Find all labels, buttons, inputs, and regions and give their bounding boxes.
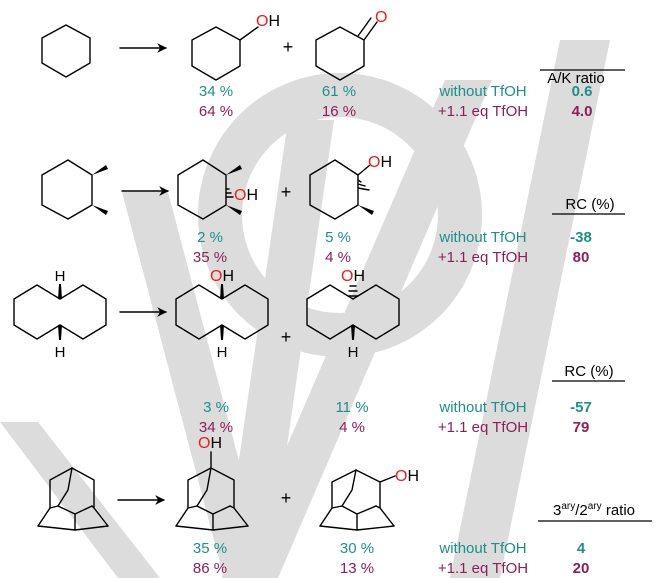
metric-with: 20 — [573, 560, 590, 577]
yield-without: 11 % — [335, 399, 368, 416]
product-1-adamantanol: OH — [175, 435, 249, 531]
watermark — [0, 40, 610, 578]
hydroxyl-label: OH — [256, 13, 280, 30]
metric-without: -57 — [570, 399, 592, 416]
oxygen-atom: O — [375, 9, 387, 26]
hydroxyl-label: OH — [395, 468, 419, 485]
oxygen-atom: O — [368, 154, 380, 171]
hydrogen-atom: H — [407, 468, 419, 485]
substrate-cyclohexane — [41, 24, 91, 78]
hydrogen-atom: H — [246, 187, 258, 204]
yield-with: 86 % — [193, 560, 227, 577]
product-cyclohexanone: O — [315, 9, 387, 81]
metric-without: 4 — [577, 540, 586, 557]
yield-with: 4 % — [339, 419, 365, 436]
yield-with: 34 % — [199, 419, 233, 436]
product-cis-decalol: OH H — [175, 268, 269, 361]
substrate-dimethylcyclohexane — [41, 159, 108, 220]
metric-header: RC (%) — [565, 196, 614, 213]
oxygen-atom: O — [395, 468, 407, 485]
yield-without: 34 % — [199, 83, 233, 100]
yield-without: 5 % — [325, 229, 351, 246]
yield-without: 3 % — [203, 399, 229, 416]
hydrogen-atom: H — [55, 268, 66, 285]
hydrogen-atom: H — [222, 268, 234, 285]
oxygen-atom: O — [234, 187, 246, 204]
yield-with: 64 % — [199, 103, 233, 120]
product-2-adamantanol: OH — [319, 468, 419, 531]
product-trans-decalol: OH H — [306, 268, 400, 361]
yield-with: 13 % — [340, 560, 374, 577]
hydrogen-atom: H — [353, 268, 365, 285]
hydrogen-atom: H — [348, 344, 359, 361]
plus-sign: + — [281, 327, 292, 347]
yield-without: 2 % — [197, 229, 223, 246]
substrate-cis-decalin: H H — [13, 268, 107, 361]
hydroxyl-label: OH — [368, 154, 392, 171]
product-tertiary-alcohol-retention: OH — [177, 159, 258, 220]
condition-without: without TfOH — [438, 540, 526, 557]
metric-with: 80 — [573, 249, 590, 266]
row-1: OH + O A/K ratio 34 % 64 % 61 % 16 % wit… — [41, 9, 625, 120]
condition-without: without TfOH — [438, 83, 526, 100]
metric-header: RC (%) — [564, 363, 613, 380]
hydrogen-atom: H — [217, 344, 228, 361]
row-3: H H OH H + OH H RC (%) 3 % 34 % 11 % 4 % — [13, 268, 625, 436]
condition-without: without TfOH — [438, 229, 526, 246]
plus-sign: + — [281, 182, 292, 202]
row-2: OH + OH RC (%) 2 % 35 % 5 % 4 % without … — [41, 154, 625, 266]
row-4: OH + OH 3ary/2ary ratio 35 % 86 % 30 % 1… — [37, 435, 652, 577]
oxygen-atom: O — [341, 268, 353, 285]
substrate-adamantane — [37, 467, 109, 531]
product-cyclohexanol: OH — [191, 13, 280, 81]
hydrogen-atom: H — [55, 344, 66, 361]
hydrogen-atom: H — [380, 154, 392, 171]
yield-without: 35 % — [193, 540, 227, 557]
metric-header: 3ary/2ary ratio — [553, 501, 635, 519]
yield-without: 61 % — [322, 83, 356, 100]
oxygen-atom: O — [256, 13, 268, 30]
hydroxyl-label: OH — [210, 268, 234, 285]
product-tertiary-alcohol-inversion: OH — [309, 154, 392, 220]
condition-with: +1.1 eq TfOH — [438, 103, 528, 120]
yield-with: 35 % — [193, 249, 227, 266]
metric-without: -38 — [570, 229, 592, 246]
condition-without: without TfOH — [438, 399, 526, 416]
metric-with: 4.0 — [572, 103, 593, 120]
condition-with: +1.1 eq TfOH — [438, 249, 528, 266]
metric-without: 0.6 — [572, 83, 593, 100]
hydrogen-atom: H — [268, 13, 280, 30]
yield-without: 30 % — [340, 540, 374, 557]
metric-with: 79 — [573, 419, 590, 436]
yield-with: 16 % — [322, 103, 356, 120]
condition-with: +1.1 eq TfOH — [438, 419, 528, 436]
oxygen-atom: O — [198, 435, 210, 452]
hydroxyl-label: OH — [234, 187, 258, 204]
plus-sign: + — [283, 37, 294, 57]
hydroxyl-label: OH — [198, 435, 222, 452]
hydroxyl-label: OH — [341, 268, 365, 285]
metric-header: A/K ratio — [547, 70, 605, 87]
oxygen-atom: O — [210, 268, 222, 285]
condition-with: +1.1 eq TfOH — [438, 560, 528, 577]
plus-sign: + — [281, 488, 292, 508]
hydrogen-atom: H — [210, 435, 222, 452]
yield-with: 4 % — [325, 249, 351, 266]
